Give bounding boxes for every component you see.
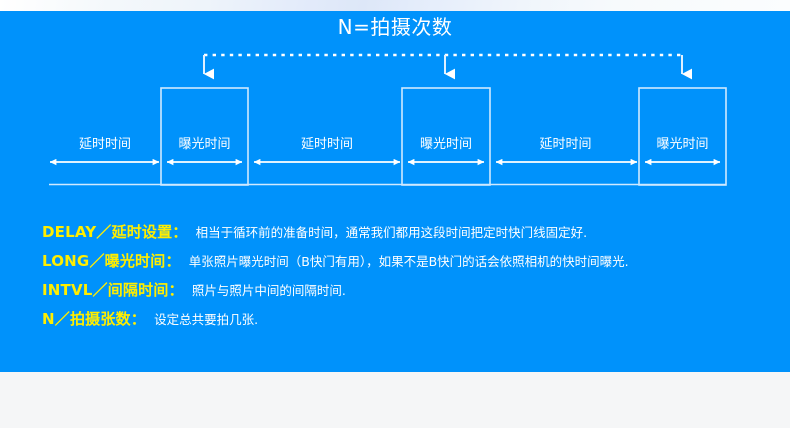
segment-label-exposure-2: 曝光时间	[419, 137, 472, 152]
legend-desc-n: 设定总共要拍几张.	[154, 312, 259, 327]
info-panel	[0, 11, 790, 372]
page-title: N=拍摄次数	[337, 15, 453, 39]
legend-item-long: LONG／曝光时间： 单张照片曝光时间（B快门有用），如果不是B快门的话会依照相…	[42, 250, 782, 273]
legend-desc-intvl: 照片与照片中间的间隔时间.	[191, 283, 346, 298]
legend-key-delay: DELAY／延时设置：	[42, 223, 188, 241]
legend-item-delay: DELAY／延时设置： 相当于循环前的准备时间，通常我们都用这段时间把定时快门线…	[42, 221, 782, 244]
segment-label-exposure-3: 曝光时间	[656, 137, 709, 152]
legend-desc-long: 单张照片曝光时间（B快门有用），如果不是B快门的话会依照相机的快时间曝光.	[188, 254, 629, 269]
segment-label-delay-1: 延时时间	[78, 137, 131, 152]
segment-label-exposure-1: 曝光时间	[178, 137, 231, 152]
segment-label-delay-3: 延时时间	[539, 137, 592, 152]
legend-item-intvl: INTVL／间隔时间： 照片与照片中间的间隔时间.	[42, 279, 782, 302]
legend-item-n: N／拍摄张数： 设定总共要拍几张.	[42, 308, 782, 331]
n-bracket-drop-arrows	[203, 55, 693, 80]
legend-key-long: LONG／曝光时间：	[42, 252, 181, 270]
top-gradient-strip	[0, 0, 790, 11]
legend-desc-delay: 相当于循环前的准备时间，通常我们都用这段时间把定时快门线固定好.	[195, 225, 588, 240]
legend-key-n: N／拍摄张数：	[42, 310, 146, 328]
timelapse-timeline-diagram	[49, 53, 727, 186]
legend-list: DELAY／延时设置： 相当于循环前的准备时间，通常我们都用这段时间把定时快门线…	[42, 221, 782, 337]
legend-key-intvl: INTVL／间隔时间：	[42, 281, 184, 299]
segment-label-delay-2: 延时时间	[300, 137, 353, 152]
